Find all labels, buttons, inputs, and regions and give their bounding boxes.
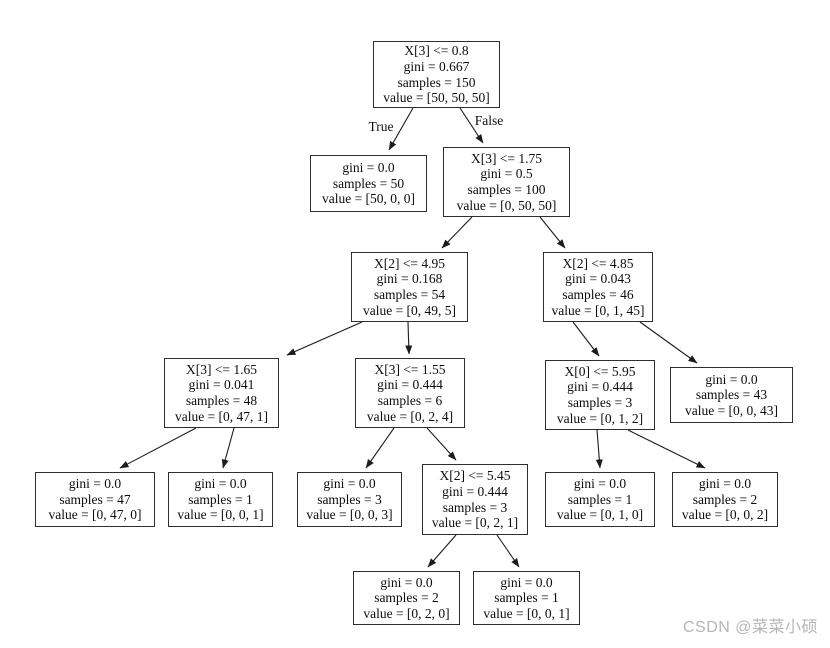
node-text-line: samples = 3 xyxy=(442,499,508,515)
node-text-line: samples = 47 xyxy=(59,491,131,507)
node-text-line: value = [0, 50, 50] xyxy=(456,197,557,213)
node-text-line: gini = 0.0 xyxy=(698,476,752,492)
node-text-line: gini = 0.0 xyxy=(323,476,376,492)
node-text-line: X[3] <= 1.65 xyxy=(185,361,258,377)
edge-n2-right xyxy=(539,216,566,249)
edge-root-false xyxy=(459,107,484,144)
node-text-line: value = [50, 0, 0] xyxy=(321,191,416,207)
node-text-line: gini = 0.444 xyxy=(377,377,443,393)
node-text-line: samples = 2 xyxy=(692,491,758,507)
node-text-line: value = [0, 2, 1] xyxy=(431,515,519,531)
node-text-line: samples = 2 xyxy=(374,590,439,606)
node-text-line: samples = 3 xyxy=(567,395,633,410)
node-text-line: samples = 46 xyxy=(562,287,634,302)
node-text-line: value = [0, 0, 1] xyxy=(177,507,264,523)
edge-n3-left xyxy=(286,321,363,356)
node-text-line: gini = 0.0 xyxy=(573,476,627,492)
node-text-line: value = [50, 50, 50] xyxy=(383,90,490,106)
node-text-line: gini = 0.0 xyxy=(380,574,433,590)
node-text-line: gini = 0.0 xyxy=(342,160,395,176)
node-text-line: samples = 1 xyxy=(188,491,253,507)
edge-n6-right xyxy=(426,427,457,461)
node-text-line: gini = 0.444 xyxy=(442,483,508,499)
node-text-line: samples = 6 xyxy=(377,393,443,408)
edge-label-true: True xyxy=(368,119,394,134)
node-text-line: value = [0, 0, 1] xyxy=(483,605,570,621)
node-text-line: X[2] <= 5.45 xyxy=(439,468,511,484)
node-text-line: X[3] <= 0.8 xyxy=(404,43,469,59)
node-text-line: X[2] <= 4.85 xyxy=(562,255,634,271)
node-text-line: X[2] <= 4.95 xyxy=(373,255,446,271)
node-text-line: value = [0, 1, 45] xyxy=(551,302,645,318)
node-text-line: gini = 0.0 xyxy=(500,574,553,590)
node-text-line: value = [0, 1, 2] xyxy=(556,410,644,426)
node-text-line: samples = 150 xyxy=(397,74,476,90)
node-text-line: value = [0, 0, 43] xyxy=(684,402,779,418)
edge-n4-right xyxy=(639,321,698,364)
node-text-line: samples = 100 xyxy=(467,182,546,197)
node-text-line: value = [0, 0, 2] xyxy=(681,507,769,523)
node-text-line: X[3] <= 1.75 xyxy=(470,150,543,166)
node-text-line: gini = 0.043 xyxy=(565,271,631,287)
node-text-line: gini = 0.0 xyxy=(68,476,122,492)
edge-n7-left xyxy=(595,429,603,469)
node-text-line: gini = 0.444 xyxy=(567,379,633,395)
node-text-line: gini = 0.5 xyxy=(480,166,533,182)
node-text-line: value = [0, 47, 1] xyxy=(174,408,269,424)
node-text-line: gini = 0.0 xyxy=(705,371,758,387)
node-text-line: samples = 43 xyxy=(695,387,768,403)
node-text-line: value = [0, 2, 0] xyxy=(363,605,450,621)
edge-n6-left xyxy=(365,427,395,469)
node-text-line: value = [0, 1, 0] xyxy=(556,507,644,523)
edge-n12-left xyxy=(427,534,457,568)
node-text-line: value = [0, 47, 0] xyxy=(48,507,142,523)
node-text-line: samples = 1 xyxy=(567,491,633,507)
edge-n12-right xyxy=(496,534,520,568)
node-text-line: samples = 54 xyxy=(373,287,446,302)
node-text-line: value = [0, 0, 3] xyxy=(306,507,393,523)
node-text-line: gini = 0.667 xyxy=(403,58,470,74)
node-text-line: gini = 0.0 xyxy=(194,476,247,492)
edge-n3-right xyxy=(405,321,413,355)
node-text-line: value = [0, 2, 4] xyxy=(366,408,454,424)
node-text-line: samples = 48 xyxy=(185,393,258,408)
edge-n2-left xyxy=(441,216,473,249)
node-text-line: gini = 0.041 xyxy=(188,377,255,393)
node-text-line: samples = 50 xyxy=(332,175,405,191)
edge-label-false: False xyxy=(474,113,504,128)
node-text-line: value = [0, 49, 5] xyxy=(362,302,457,318)
edge-n7-right xyxy=(627,429,706,469)
node-text-line: X[3] <= 1.55 xyxy=(374,361,446,377)
edge-n5-right xyxy=(221,427,235,469)
node-text-line: samples = 1 xyxy=(494,590,559,606)
node-text-line: gini = 0.168 xyxy=(376,271,443,287)
node-text-line: X[0] <= 5.95 xyxy=(564,363,636,379)
edge-n4-left xyxy=(572,321,600,357)
edge-n5-left xyxy=(119,427,197,469)
edge-root-true xyxy=(388,107,414,151)
csdn-watermark: CSDN @菜菜小硕 xyxy=(682,619,818,636)
node-text-line: samples = 3 xyxy=(317,491,382,507)
